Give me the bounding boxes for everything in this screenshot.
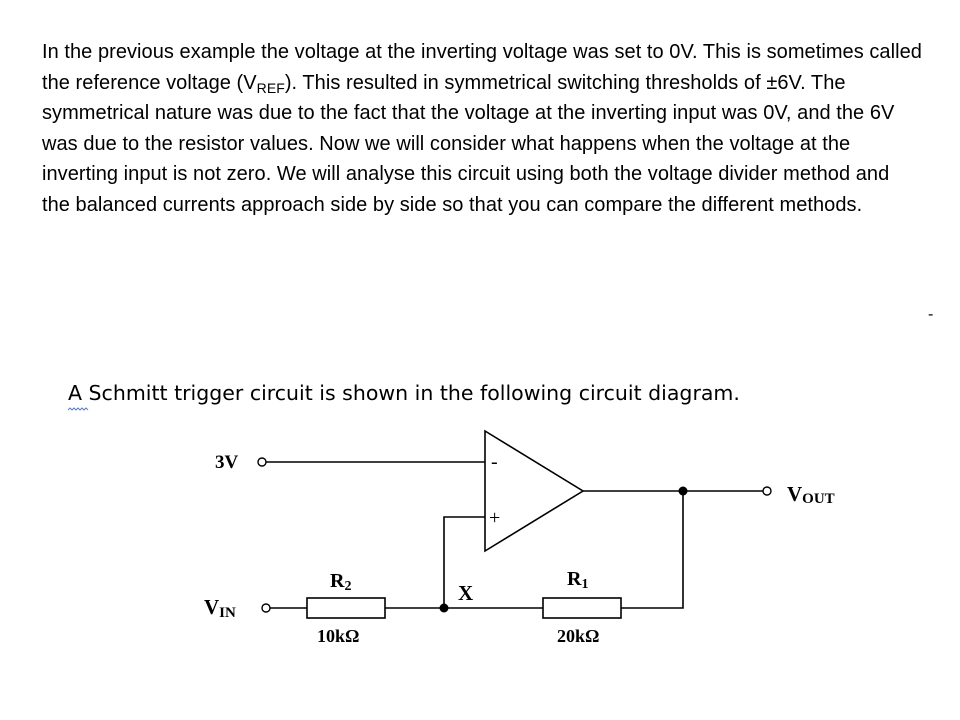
ref-voltage-label: 3V [215, 452, 239, 473]
r1-label-main: R [567, 568, 582, 590]
resistor-r1 [542, 597, 622, 619]
diagram-caption: A Schmitt trigger circuit is shown in th… [68, 381, 740, 405]
node-x-label: X [458, 581, 473, 605]
vin-label-main: V [204, 595, 219, 619]
intro-text-part-2: ). This resulted in symmetrical switchin… [42, 71, 895, 216]
vout-label-main: V [787, 482, 802, 506]
intro-paragraph: In the previous example the voltage at t… [42, 37, 922, 220]
vin-terminal [261, 603, 271, 613]
inverting-input-sign: - [491, 451, 498, 473]
schmitt-trigger-circuit-diagram: A Schmitt trigger circuit is shown in th… [67, 381, 835, 646]
wire-feedback [621, 491, 684, 609]
vin-label-sub: IN [219, 605, 236, 621]
node-x-junction-dot [439, 603, 449, 613]
r1-value: 20kΩ [557, 626, 599, 646]
intro-text-part-1: In the previous example the voltage at t… [42, 41, 922, 94]
non-inverting-input-sign: + [489, 507, 500, 529]
r1-label: R1 [567, 568, 588, 592]
r2-label-sub: 2 [344, 579, 351, 594]
spellcheck-squiggle [67, 407, 89, 411]
r2-label: R2 [330, 570, 351, 594]
vout-label: VOUT [787, 482, 835, 507]
r2-label-main: R [330, 570, 345, 592]
vout-label-sub: OUT [802, 491, 835, 507]
vin-label: VIN [204, 595, 236, 621]
stray-dash-mark: - [928, 306, 934, 323]
ref-voltage-terminal [257, 457, 267, 467]
r2-value: 10kΩ [317, 626, 359, 646]
output-terminal [762, 486, 772, 496]
r1-label-sub: 1 [581, 577, 588, 592]
wire-noninverting-to-node-x [443, 516, 485, 608]
resistor-r2 [306, 597, 386, 619]
op-amp-triangle [484, 429, 585, 553]
intro-subscript-ref: REF [256, 79, 285, 96]
